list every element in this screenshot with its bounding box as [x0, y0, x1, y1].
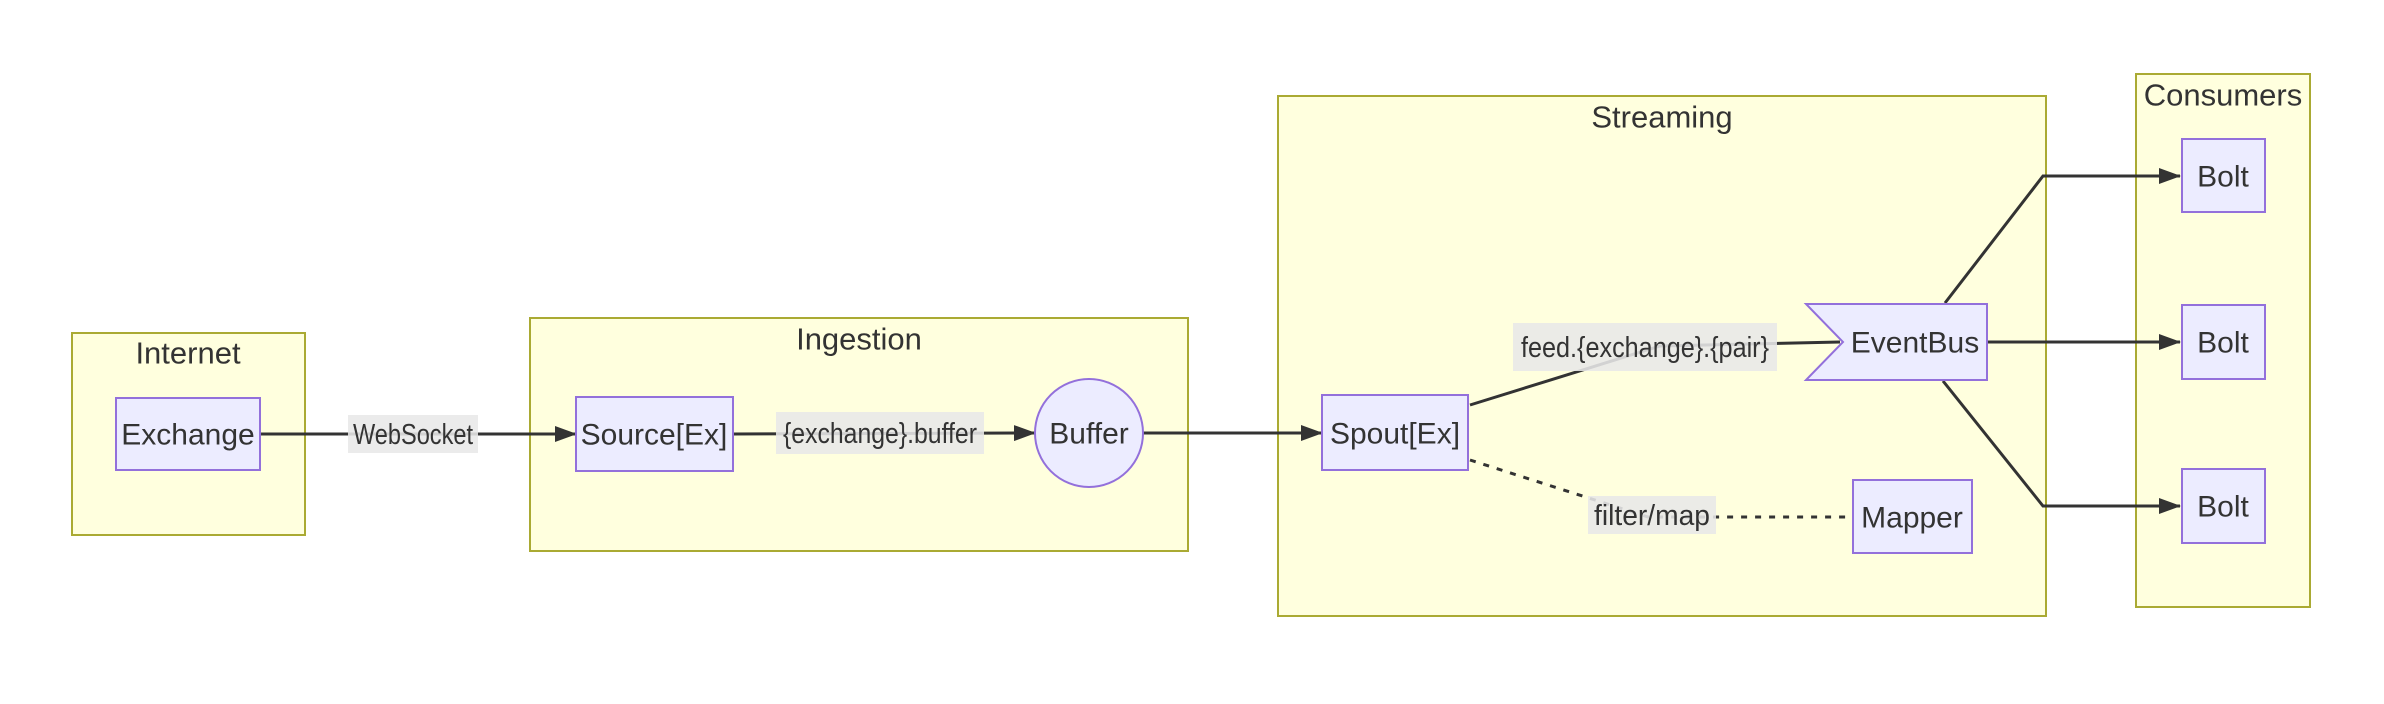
node-mapper-shape [1852, 479, 1973, 554]
node-bolt-2-shape [2181, 304, 2266, 380]
edge-label-feed-topic: feed.{exchange}.{pair} [1513, 323, 1777, 371]
edge-label-exchange-buffer: {exchange}.buffer [776, 412, 984, 454]
group-consumers-title: Consumers [2144, 78, 2303, 113]
node-bolt-3: Bolt [2181, 468, 2266, 544]
node-eventbus-label: EventBus [1851, 327, 1979, 360]
edge-label-filter-map-bg [1588, 496, 1716, 534]
node-mapper-label: Mapper [1861, 502, 1963, 535]
node-exchange-label: Exchange [121, 419, 254, 452]
edge-label-websocket: WebSocket [348, 415, 478, 453]
node-buffer: Buffer [1034, 378, 1144, 488]
edge-label-websocket-bg [348, 415, 478, 453]
node-eventbus-shape [1803, 303, 1988, 381]
group-internet-title: Internet [135, 336, 241, 371]
group-streaming-title: Streaming [1591, 100, 1732, 135]
node-bolt-1: Bolt [2181, 138, 2266, 213]
node-mapper: Mapper [1852, 479, 1973, 554]
group-ingestion-title: Ingestion [796, 322, 922, 357]
edge-label-exchange-buffer-bg [776, 412, 984, 454]
edge-label-exchange-buffer-text: {exchange}.buffer [783, 418, 977, 450]
node-bolt-2-label: Bolt [2197, 327, 2249, 360]
edge-label-websocket-text: WebSocket [353, 419, 473, 451]
node-bolt-3-label: Bolt [2197, 491, 2249, 524]
node-spout-label: Spout[Ex] [1330, 418, 1460, 451]
node-bolt-3-shape [2181, 468, 2266, 544]
edge-eventbus-to-bolt-3 [1941, 380, 2181, 514]
edge-eventbus-to-bolt-1 [1943, 168, 2181, 304]
node-bolt-2: Bolt [2181, 304, 2266, 380]
node-bolt-1-label: Bolt [2197, 161, 2249, 194]
edge-label-feed-topic-bg [1513, 323, 1777, 371]
node-source: Source[Ex] [575, 396, 734, 472]
node-source-shape [575, 396, 734, 472]
node-spout-shape [1321, 394, 1469, 471]
node-exchange-shape [115, 397, 261, 471]
node-exchange: Exchange [115, 397, 261, 471]
edge-label-filter-map-text: filter/map [1594, 500, 1710, 532]
edge-label-feed-topic-text: feed.{exchange}.{pair} [1521, 332, 1769, 364]
edge-label-filter-map: filter/map [1588, 496, 1716, 534]
node-buffer-label: Buffer [1049, 418, 1129, 451]
node-buffer-shape [1034, 378, 1144, 488]
node-bolt-1-shape [2181, 138, 2266, 213]
node-spout: Spout[Ex] [1321, 394, 1469, 471]
node-eventbus: EventBus [1803, 303, 1988, 381]
node-source-label: Source[Ex] [581, 419, 728, 452]
